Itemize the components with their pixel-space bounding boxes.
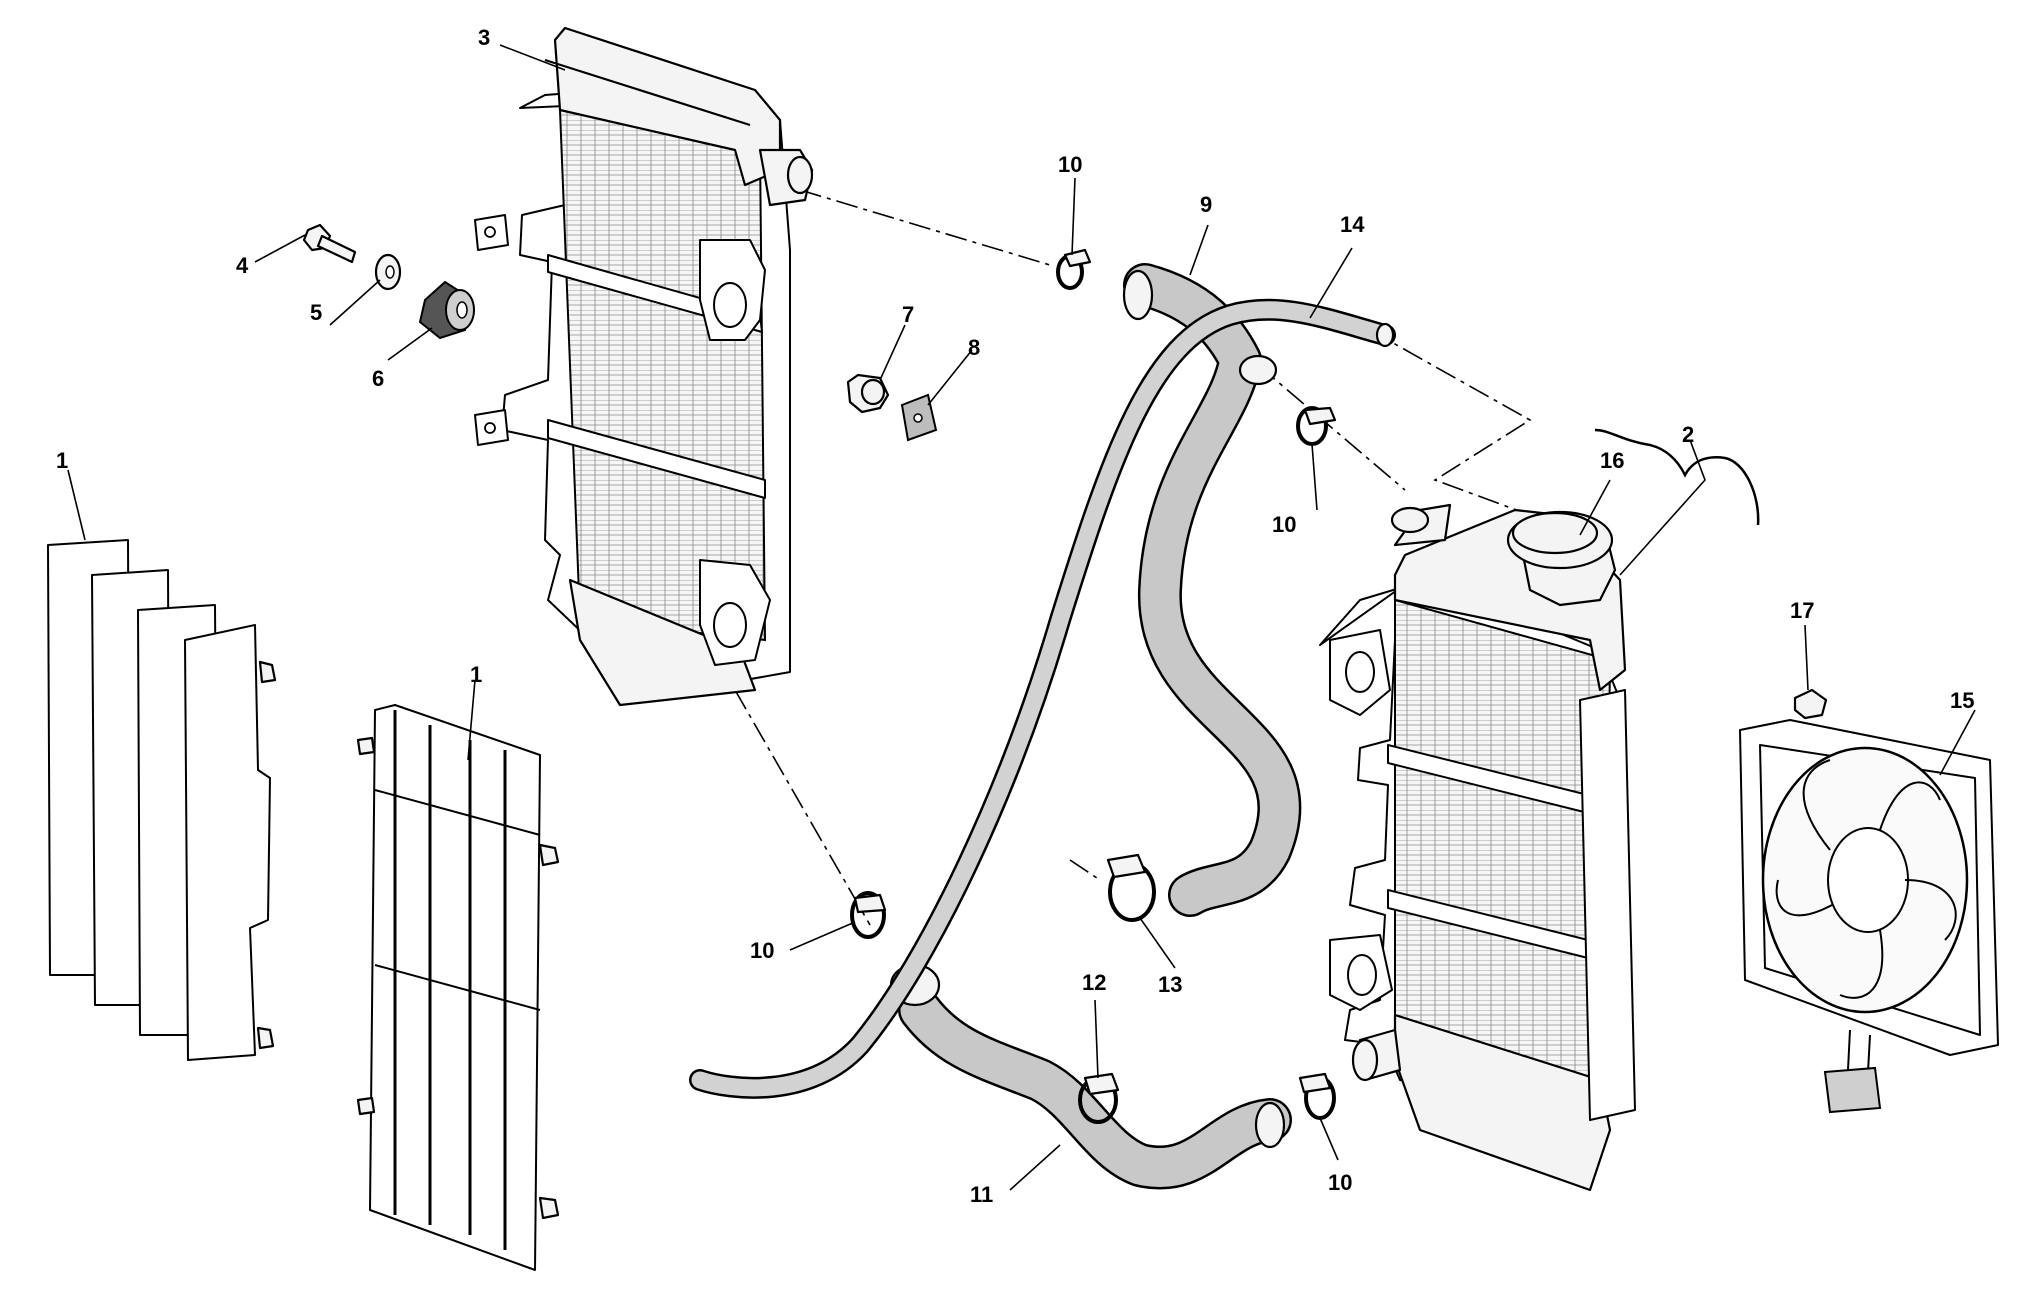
callout-8: 8 — [968, 335, 980, 360]
bolt — [302, 223, 357, 264]
callout-10a: 10 — [1058, 152, 1082, 177]
assembly-lines — [734, 189, 1532, 926]
callout-5: 5 — [310, 300, 322, 325]
callout-13: 13 — [1158, 972, 1182, 997]
clip-nut — [900, 393, 938, 442]
callout-4: 4 — [236, 253, 249, 278]
clamp-upper-left — [1056, 248, 1092, 290]
callout-10d: 10 — [1328, 1170, 1352, 1195]
callout-10c: 10 — [750, 938, 774, 963]
fan-nut — [1793, 688, 1828, 720]
callout-11: 11 — [970, 1182, 993, 1207]
callout-16: 16 — [1600, 448, 1624, 473]
upper-hose — [1122, 263, 1302, 917]
radiator-louver — [356, 704, 560, 1271]
callout-labels: 1 1 2 3 4 5 6 7 8 9 10 10 10 10 11 12 13… — [56, 25, 1974, 1207]
radiator-cap — [1506, 510, 1617, 607]
left-radiator — [474, 26, 814, 707]
washer — [374, 253, 402, 291]
overflow-tube — [689, 298, 1396, 1099]
assembly-brace — [1594, 428, 1760, 526]
right-radiator — [1319, 503, 1636, 1192]
spacer-bushing — [846, 373, 890, 414]
clamp-lower-right — [1298, 1072, 1336, 1120]
callout-12: 12 — [1082, 970, 1106, 995]
callout-1a: 1 — [56, 448, 68, 473]
leader-lines — [67, 44, 1976, 1191]
callout-2: 2 — [1682, 422, 1694, 447]
rubber-grommet — [418, 280, 475, 340]
callout-1b: 1 — [470, 662, 482, 687]
callout-17: 17 — [1790, 598, 1814, 623]
callout-10b: 10 — [1272, 512, 1296, 537]
callout-6: 6 — [372, 366, 384, 391]
callout-15: 15 — [1950, 688, 1974, 713]
cooling-fan — [1739, 719, 1999, 1114]
clamp-13 — [1106, 853, 1156, 922]
radiator-guard-set — [47, 539, 277, 1061]
callout-14: 14 — [1340, 212, 1365, 237]
callout-9: 9 — [1200, 192, 1212, 217]
callout-3: 3 — [478, 25, 490, 50]
lower-hose — [889, 963, 1292, 1190]
clamp-lower-left — [850, 891, 887, 939]
callout-7: 7 — [902, 302, 914, 327]
